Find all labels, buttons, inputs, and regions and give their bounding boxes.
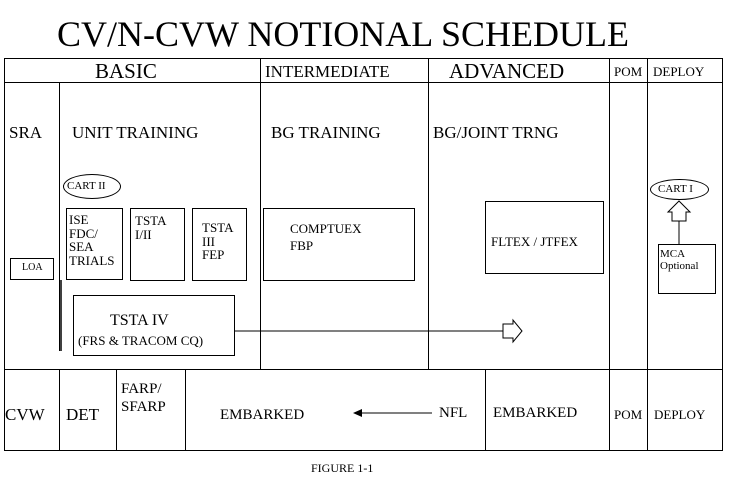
divider-cvw-det <box>59 369 60 451</box>
farp-sfarp-label: FARP/ SFARP <box>121 381 166 415</box>
divider-sra-unit <box>59 82 60 351</box>
divider-intermediate-advanced <box>428 58 429 369</box>
cvw-label: CVW <box>5 405 45 424</box>
figure-caption: FIGURE 1-1 <box>311 461 374 475</box>
unit-training-label: UNIT TRAINING <box>72 123 199 142</box>
cvw-row-divider <box>4 369 723 370</box>
nfl-label: NFL <box>439 405 468 421</box>
tsta-iii-fep-box <box>192 208 247 281</box>
tsta-iv-label: TSTA IV <box>110 312 169 329</box>
embarked-right-label: EMBARKED <box>493 405 578 421</box>
comptuex-label: COMPTUEX FBP <box>290 221 362 253</box>
schedule-frame <box>4 58 723 451</box>
fltex-jtfex-label: FLTEX / JTFEX <box>491 234 578 249</box>
tsta-i-ii-box <box>130 208 185 281</box>
sra-label: SRA <box>9 123 43 142</box>
divider-basic-intermediate <box>260 58 261 369</box>
cart-i-label: CART I <box>658 183 693 195</box>
fltex-jtfex-box <box>485 201 604 274</box>
cvw-pom-label: POM <box>614 407 643 422</box>
divider-pom-deploy <box>647 58 648 451</box>
ise-label: ISE FDC/ SEA TRIALS <box>69 212 115 268</box>
left-arrow-icon <box>353 409 362 417</box>
divider-advanced-pom <box>609 58 610 451</box>
divider-nfl-embarked <box>485 369 486 451</box>
loa-box <box>10 258 54 280</box>
divider-det-farp <box>116 369 117 451</box>
mca-optional-label: MCA Optional <box>660 248 699 272</box>
phase-pom: POM <box>614 64 643 79</box>
det-label: DET <box>66 405 100 424</box>
phase-advanced: ADVANCED <box>449 59 565 83</box>
phase-deploy: DEPLOY <box>653 64 705 79</box>
tsta-iv-box <box>73 295 235 356</box>
embarked-left-label: EMBARKED <box>220 407 305 423</box>
loa-label: LOA <box>22 262 43 273</box>
comptuex-box <box>263 208 415 281</box>
phase-intermediate: INTERMEDIATE <box>265 62 390 81</box>
header-divider <box>4 82 723 83</box>
cart-ii-label: CART II <box>67 180 106 192</box>
hollow-up-arrow-icon <box>666 200 692 222</box>
divider-farp-embarked <box>185 369 186 451</box>
tsta-iii-fep-label: TSTA III FEP <box>202 220 234 263</box>
cart-i-ellipse <box>650 179 709 200</box>
hollow-right-arrow-icon <box>502 318 523 344</box>
tsta-i-ii-label: TSTA I/II <box>135 213 167 242</box>
bg-joint-trng-label: BG/JOINT TRNG <box>433 123 559 142</box>
page-title: CV/N-CVW NOTIONAL SCHEDULE <box>57 14 629 54</box>
phase-basic: BASIC <box>95 59 157 83</box>
mca-optional-box <box>658 244 716 294</box>
cart-ii-ellipse <box>63 174 121 199</box>
cvw-deploy-label: DEPLOY <box>654 407 706 422</box>
ise-box <box>66 208 123 280</box>
tsta-iv-sub-label: (FRS & TRACOM CQ) <box>78 333 204 348</box>
bg-training-label: BG TRAINING <box>271 123 381 142</box>
